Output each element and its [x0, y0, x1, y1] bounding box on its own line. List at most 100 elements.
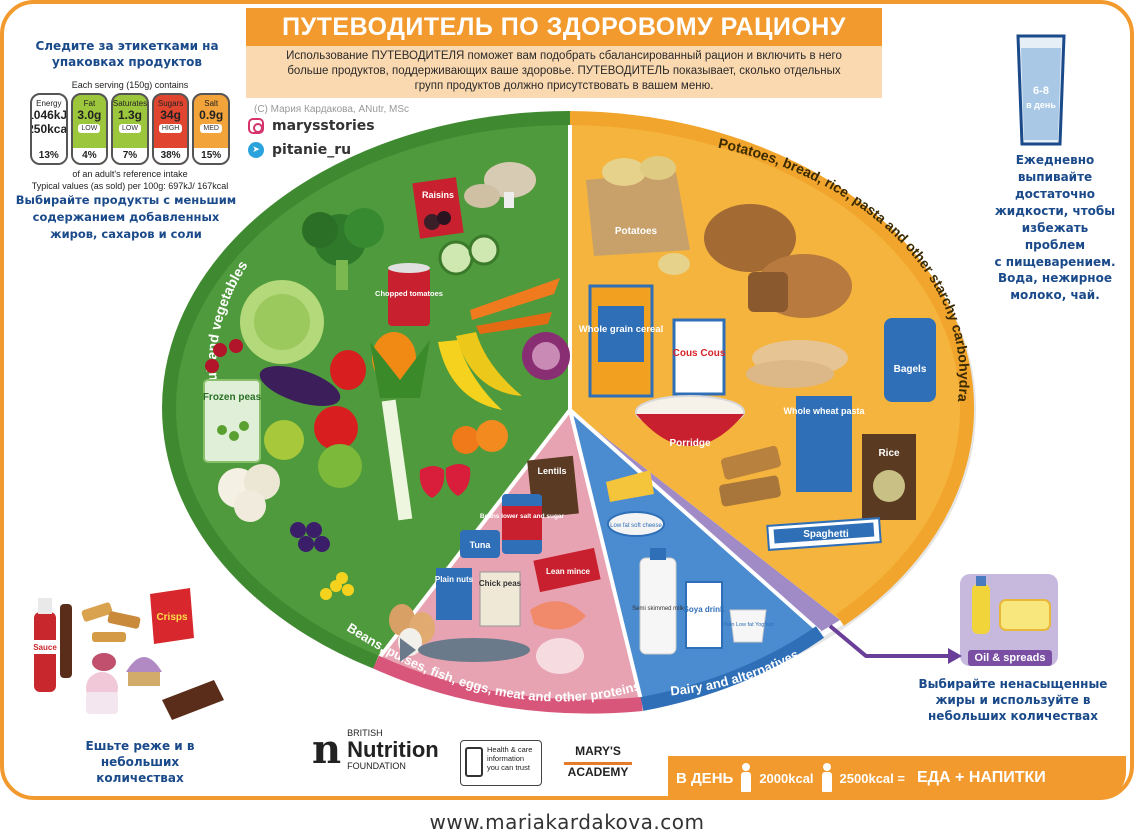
oil-spreads-label: Oil & spreads	[968, 650, 1052, 666]
author-credit: (C) Мария Кардакова, ANutr, MSc	[254, 104, 410, 115]
crisps-icon	[150, 588, 194, 644]
bnf-logo: n BRITISH Nutrition FOUNDATION	[312, 728, 439, 772]
frozen-peas-icon: Frozen peas	[203, 379, 262, 463]
hci-text: Health & care information you can trust	[487, 745, 533, 772]
marys-bar	[564, 762, 632, 765]
intro-line: Использование ПУТЕВОДИТЕЛЯ поможет вам п…	[286, 50, 842, 62]
nutrition-value: 34g	[160, 108, 181, 122]
sweet-icon	[92, 653, 116, 671]
glass-label: в день	[1026, 100, 1056, 110]
chickpeas-bag-icon: Chick peas	[479, 571, 522, 627]
water-types-line: Вода, нежирное	[998, 271, 1112, 285]
rice-label: Rice	[878, 448, 900, 459]
nutrition-label: Energy	[36, 99, 62, 108]
tuna-can-icon: Tuna	[460, 530, 500, 558]
nutrition-value: 1.3g	[117, 108, 142, 122]
water-glass-icon: 6-8 в день	[1016, 34, 1066, 146]
milk-bottle-icon: Semi skimmed milk	[632, 548, 685, 655]
lean-mince-label: Lean mince	[546, 567, 591, 576]
nutrition-percent: 7%	[113, 148, 147, 163]
nutrition-value: 1046kJ 250kcal	[30, 108, 68, 136]
nutrition-level: MED	[200, 124, 222, 133]
grapes-icon	[290, 522, 330, 552]
daily-label: В ДЕНЬ	[676, 769, 734, 787]
raisins-box-icon: Raisins	[412, 177, 464, 239]
kcal-male: 2500kcal =	[839, 770, 905, 786]
bnf-text: BRITISH Nutrition FOUNDATION	[347, 728, 439, 772]
rice-bag-icon: Rice	[862, 434, 916, 520]
potatoes-sack-icon: Potatoes	[586, 156, 690, 275]
reduce-note: Выбирайте продукты с меньшим содержанием…	[14, 192, 238, 243]
cauliflower-icon	[218, 464, 280, 522]
svg-text:Sauce: Sauce	[33, 643, 57, 652]
nutrition-label: Salt	[204, 99, 219, 108]
nutrition-level: HIGH	[158, 124, 183, 133]
bnf-n-icon: n	[312, 726, 342, 773]
man-icon	[820, 763, 834, 793]
nutrition-value: 0.9g	[199, 108, 224, 122]
cheese-icon	[606, 470, 654, 502]
soft-cheese-label: Low fat soft cheese	[610, 523, 662, 529]
serving-text: Each serving (150g) contains	[71, 80, 189, 90]
woman-icon	[739, 763, 753, 793]
bagels-label: Bagels	[894, 364, 927, 375]
oil-note-line: небольших количествах	[928, 709, 1098, 723]
beans-can-icon: Beans lower salt and sugar	[480, 494, 565, 554]
oil-bottle-icon	[972, 576, 1051, 634]
broccoli-icon	[302, 208, 384, 290]
porridge-label: Porridge	[669, 438, 711, 449]
water-note: Ежедневно выпивайте достаточно жидкости,…	[990, 152, 1120, 271]
treats-illustration: Sauce Crisps	[32, 588, 224, 720]
nutrition-label: Saturates	[112, 99, 148, 108]
water-note-line: Ежедневно	[1015, 153, 1095, 167]
water-note-line: жидкости, чтобы	[994, 204, 1116, 218]
telegram-icon: ➤	[248, 142, 264, 158]
telegram-link[interactable]: ➤ pitanie_ru	[248, 142, 351, 158]
labels-title: Следите за этикетками на упаковках проду…	[22, 38, 232, 70]
ref-line: Typical values (as sold) per 100g: 697kJ…	[31, 181, 229, 191]
water-note-line: избежать проблем	[1021, 221, 1089, 252]
oil-note: Выбирайте ненасыщенные жиры и используйт…	[918, 676, 1108, 724]
oil-arrow	[828, 624, 948, 658]
labels-title-line: Следите за этикетками на	[35, 39, 219, 53]
bottle-icon	[60, 604, 72, 678]
cabbage-icon	[240, 280, 324, 364]
nutrition-percent: 13%	[32, 148, 66, 163]
sweetcorn-icon	[320, 572, 354, 600]
orange-icon	[452, 420, 508, 454]
eat-less-line: Ешьте реже и в небольших	[85, 739, 195, 769]
reduce-line: содержанием добавленных	[32, 210, 220, 224]
nutrition-percent: 38%	[153, 148, 188, 163]
nutrition-label: Sugars	[157, 99, 184, 108]
soya-label: Soya drink	[684, 605, 725, 614]
instagram-handle: marysstories	[272, 118, 375, 134]
tuna-label: Tuna	[470, 540, 492, 550]
glass-label: 6-8	[1033, 85, 1049, 97]
hci-mark-icon	[465, 747, 483, 777]
intro-text: Использование ПУТЕВОДИТЕЛЯ поможет вам п…	[246, 46, 882, 98]
telegram-handle: pitanie_ru	[272, 142, 352, 158]
chocolate-icon	[162, 680, 224, 720]
reduce-line: жиров, сахаров и соли	[50, 227, 202, 241]
nutrition-label: Fat	[83, 99, 96, 108]
milk-label: Semi skimmed milk	[632, 606, 685, 612]
instagram-link[interactable]: marysstories	[248, 118, 375, 134]
couscous-label: Cous Cous	[673, 348, 726, 359]
eggplant-icon	[259, 365, 341, 407]
segment-oil	[570, 410, 840, 632]
website-link[interactable]: www.mariakardakova.com	[429, 810, 705, 834]
oil-note-line: жиры и используйте в	[935, 693, 1091, 707]
frozen-peas-label: Frozen peas	[203, 392, 262, 403]
cucumber-icon	[438, 234, 500, 276]
bnf-main: Nutrition	[347, 737, 439, 762]
chicken-icon	[536, 638, 584, 674]
eatwell-plate: Fruit and vegetables Potatoes, bread, ri…	[150, 110, 976, 714]
soya-carton-icon: Soya drink	[684, 581, 725, 649]
water-types-line: молоко, чай.	[1010, 288, 1100, 302]
labels-title-line: упаковках продуктов	[52, 55, 202, 69]
bnf-bottom: FOUNDATION	[347, 761, 406, 771]
